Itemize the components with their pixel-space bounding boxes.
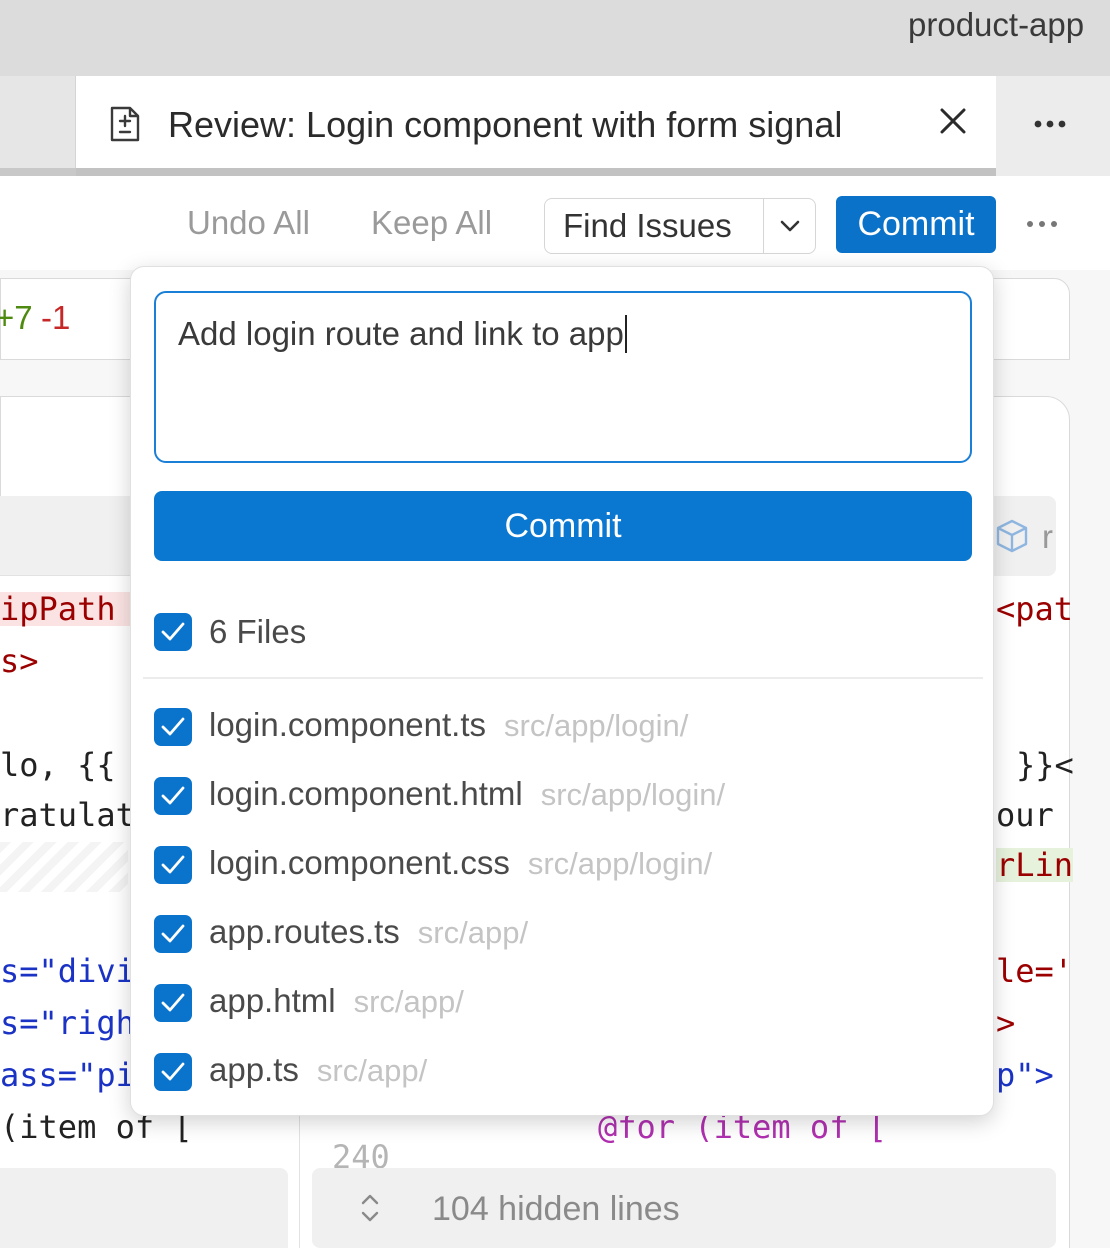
code-line: }}< [1016,748,1074,782]
all-files-label: 6 Files [209,613,306,651]
diff-right-header: r [984,496,1056,576]
code-line: s="righ [0,1006,135,1040]
tab-label: Review: Login component with form signal [168,104,842,146]
code-line: ass="pi [0,1058,135,1092]
file-name: login.component.html src/app/login/ [209,775,725,813]
code-line: ipPath [0,592,135,626]
commit-message-value: Add login route and link to app [178,315,624,352]
more-icon[interactable] [1022,206,1066,242]
checkbox-checked-icon[interactable] [154,708,192,746]
divider [143,677,983,679]
commit-message-text: Add login route and link to app [178,315,627,353]
file-name: login.component.css src/app/login/ [209,844,712,882]
code-line: s="divi [0,954,135,988]
code-line: ratulat [0,798,135,832]
hatched-spacer [0,842,128,892]
left-collapsed-region [0,1168,288,1248]
file-path: src/app/ [317,1053,427,1088]
checkbox-checked-icon[interactable] [154,915,192,953]
additions-count: +7 [0,299,33,337]
checkbox-checked-icon[interactable] [154,777,192,815]
code-line: p"> [996,1058,1054,1092]
window-title: product-app [908,6,1084,44]
file-path: src/app/ [354,984,464,1019]
deletions-count: -1 [41,299,70,337]
commit-button[interactable]: Commit [154,491,972,561]
find-issues-split-button: Find Issues [544,198,816,254]
tab-review[interactable]: Review: Login component with form signal [76,76,996,168]
commit-popover: Add login route and link to app Commit 6… [130,266,994,1116]
text-caret [625,315,627,353]
code-line: > [996,1006,1015,1040]
code-line: lo, {{ [0,748,135,782]
code-line: le=' [996,954,1073,988]
file-name: login.component.ts src/app/login/ [209,706,688,744]
code-line: s> [0,644,39,678]
undo-all-button[interactable]: Undo All [187,204,310,242]
commit-message-input[interactable]: Add login route and link to app [154,291,972,463]
keep-all-button[interactable]: Keep All [371,204,492,242]
tab-previous-indicator [0,168,76,176]
file-row[interactable]: login.component.css src/app/login/ [131,836,995,896]
checkbox-checked-icon[interactable] [154,1053,192,1091]
checkbox-checked-icon[interactable] [154,613,192,651]
file-row[interactable]: app.routes.ts src/app/ [131,905,995,965]
file-name-text: login.component.html [209,775,523,812]
file-path: src/app/login/ [528,846,712,881]
code-line: <pat [996,592,1073,626]
more-icon[interactable] [1026,106,1074,142]
tab-previous[interactable] [0,76,76,168]
checkbox-checked-icon[interactable] [154,984,192,1022]
diff-file-icon [108,106,142,142]
file-path: src/app/login/ [541,777,725,812]
file-name-text: app.ts [209,1051,299,1088]
file-row[interactable]: login.component.html src/app/login/ [131,767,995,827]
file-row[interactable]: app.ts src/app/ [131,1043,995,1103]
file-path: src/app/login/ [504,708,688,743]
file-name: app.html src/app/ [209,982,464,1020]
right-header-text: r [1042,518,1053,556]
file-name: app.ts src/app/ [209,1051,427,1089]
tab-strip: Review: Login component with form signal [0,76,1110,176]
commit-toolbar-button[interactable]: Commit [836,196,996,253]
checkbox-checked-icon[interactable] [154,846,192,884]
find-issues-button[interactable]: Find Issues [563,207,732,245]
code-line: rLin [996,848,1073,882]
unfold-icon [358,1192,382,1224]
code-line: our [996,798,1073,832]
file-path: src/app/ [418,915,528,950]
cube-icon [994,518,1030,554]
file-row[interactable]: login.component.ts src/app/login/ [131,698,995,758]
file-name: app.routes.ts src/app/ [209,913,528,951]
split-divider [763,199,764,253]
file-name-text: app.html [209,982,336,1019]
window-titlebar: product-app [0,0,1110,76]
file-name-text: login.component.ts [209,706,486,743]
close-icon[interactable] [938,106,968,136]
chevron-down-icon[interactable] [777,213,803,239]
file-row[interactable]: app.html src/app/ [131,974,995,1034]
review-toolbar: Undo All Keep All Find Issues Commit [0,176,1110,270]
tab-active-indicator [76,168,996,176]
hidden-lines-label: 104 hidden lines [432,1190,680,1229]
hidden-lines-bar[interactable]: 104 hidden lines [312,1168,1056,1248]
file-name-text: login.component.css [209,844,510,881]
file-name-text: app.routes.ts [209,913,400,950]
